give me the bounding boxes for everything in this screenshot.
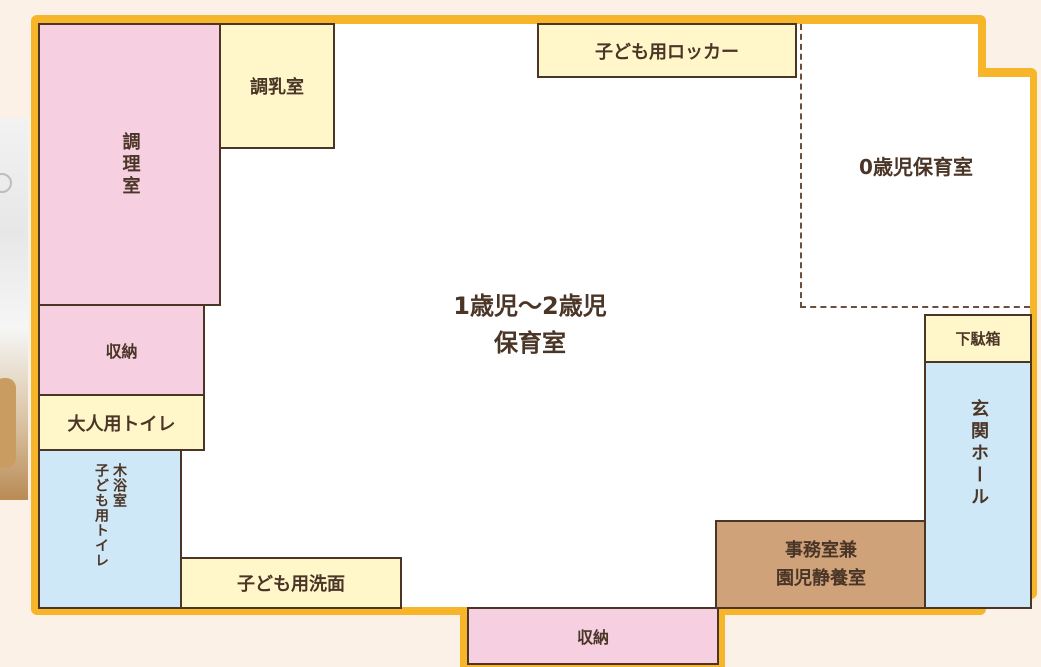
room-entrance-hall-label: 玄関ホール (968, 399, 989, 509)
room-main-label-1: 1歳児〜2歳児 (453, 291, 607, 320)
room-formula: 調乳室 (219, 23, 335, 149)
bath-toilet-labels: 木浴室 子ども用トイレ (93, 463, 127, 568)
photo-detail (0, 173, 12, 193)
room-kitchen-label: 調理室 (119, 131, 141, 198)
room-kids-locker-label: 子ども用ロッカー (595, 41, 739, 63)
room-storage-west: 収納 (38, 304, 205, 396)
room-main: 1歳児〜2歳児 保育室 (380, 280, 680, 370)
room-kids-washroom: 子ども用洗面 (180, 557, 402, 609)
room-bath-label: 木浴室 (111, 463, 127, 508)
room-formula-label: 調乳室 (250, 77, 304, 98)
room-office-label-2: 園児静養室 (776, 567, 866, 589)
room-adult-toilet: 大人用トイレ (38, 394, 205, 451)
room-kids-toilet-label: 子ども用トイレ (93, 463, 109, 568)
room-kids-washroom-label: 子ども用洗面 (237, 574, 345, 595)
room-adult-toilet-label: 大人用トイレ (67, 413, 176, 435)
room-entrance-hall: 玄関ホール (924, 361, 1032, 609)
room-storage-south: 収納 (467, 607, 719, 665)
room-kids-locker: 子ども用ロッカー (537, 23, 797, 78)
room-shoe-box-label: 下駄箱 (955, 330, 1001, 348)
room-office: 事務室兼 園児静養室 (715, 520, 927, 609)
room-office-label-1: 事務室兼 (785, 539, 857, 561)
room-kitchen: 調理室 (38, 23, 221, 306)
room-shoe-box: 下駄箱 (924, 314, 1032, 363)
room-infant-label: 0歳児保育室 (859, 154, 973, 179)
room-storage-west-label: 収納 (105, 342, 138, 361)
room-bath-kids-toilet: 木浴室 子ども用トイレ (38, 449, 182, 609)
room-main-label-2: 保育室 (494, 329, 566, 357)
room-infant: 0歳児保育室 (800, 24, 1030, 308)
cropped-photo (0, 118, 28, 500)
photo-detail (0, 378, 16, 468)
room-storage-south-label: 収納 (576, 628, 609, 647)
